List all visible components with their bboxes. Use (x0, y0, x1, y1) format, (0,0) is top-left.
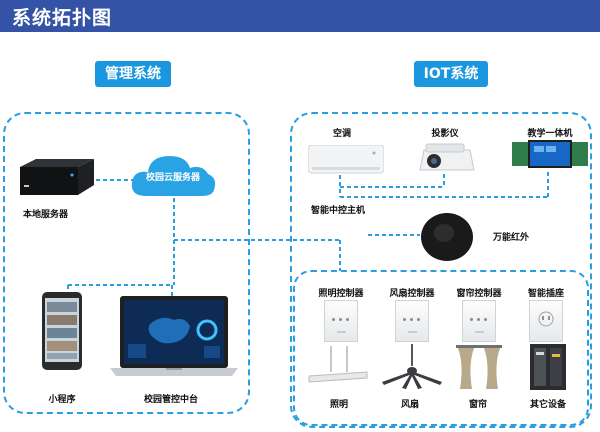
curtain-switch-panel (462, 300, 496, 342)
host-label: 智能中控主机 (310, 206, 365, 216)
local-server-label: 本地服务器 (23, 210, 69, 220)
cloud-icon (131, 156, 216, 196)
teaching-board-label: 教学一体机 (527, 129, 573, 139)
management-panel (3, 112, 250, 414)
iot-panel (290, 112, 592, 428)
lighting-switch-panel (324, 300, 358, 342)
fan-controller-label: 风扇控制器 (389, 289, 435, 299)
fan-switch-panel (395, 300, 429, 342)
smart-socket-label: 智能插座 (527, 289, 564, 299)
page-title: 系统拓扑图 (12, 7, 113, 29)
lighting-label: 照明 (329, 400, 348, 410)
air-conditioner-icon (308, 145, 384, 174)
curtain-label: 窗帘 (468, 400, 487, 410)
server-icon (20, 159, 94, 195)
aircon-label: 空调 (332, 129, 351, 139)
fan-label: 风扇 (400, 400, 419, 410)
ir-label: 万能红外 (492, 233, 529, 243)
smartphone-icon (42, 292, 82, 370)
socket-panel (529, 300, 563, 342)
projector-icon (419, 143, 475, 171)
management-system-title: 管理系统 (95, 61, 171, 87)
header-bar: 系统拓扑图 (0, 0, 600, 32)
curtain-icon (456, 345, 502, 389)
smart-board-icon (512, 140, 588, 168)
controllers-panel (293, 270, 589, 426)
lamp-icon (308, 346, 368, 383)
laptop-icon (110, 296, 238, 376)
projector-label: 投影仪 (431, 129, 459, 139)
curtain-controller-label: 窗帘控制器 (456, 289, 502, 299)
socket-icon (538, 311, 554, 327)
other-devices-label: 其它设备 (529, 400, 566, 410)
ir-remote-icon (421, 213, 473, 261)
platform-label: 校园管控中台 (143, 395, 198, 405)
cloud-label: 校园云服务器 (145, 173, 200, 183)
ceiling-fan-icon (382, 344, 442, 389)
lighting-controller-label: 照明控制器 (318, 289, 364, 299)
other-devices-icon (530, 344, 566, 390)
iot-system-title: IOT系统 (414, 61, 488, 87)
miniapp-label: 小程序 (48, 395, 76, 405)
